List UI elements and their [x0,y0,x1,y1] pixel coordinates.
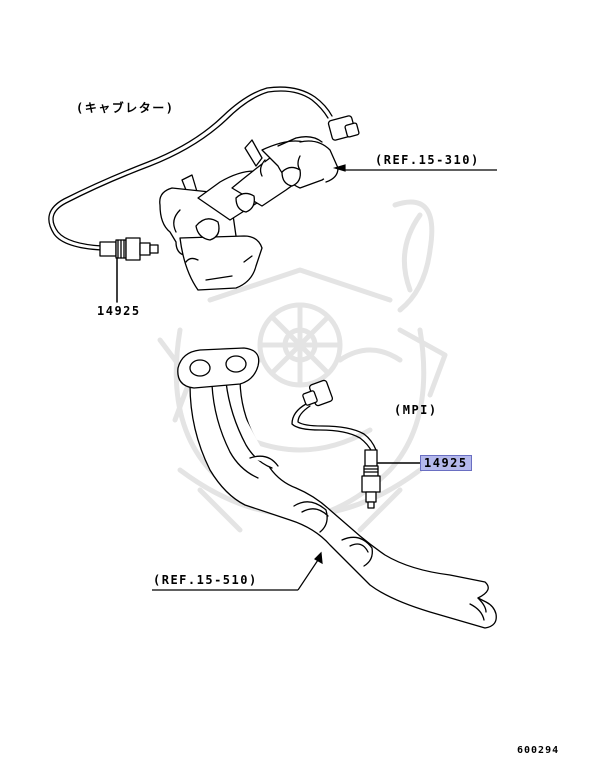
part-number-lower-highlighted[interactable]: 14925 [420,455,472,471]
part-number-upper[interactable]: 14925 [97,304,141,318]
ref-pipe-leader [152,551,323,591]
lower-oxygen-sensor [291,379,421,509]
exhaust-manifold [159,136,339,291]
front-exhaust-pipe [177,347,497,629]
upper-oxygen-sensor [48,86,360,303]
ref-manifold[interactable]: (REF.15-310) [375,153,480,167]
ref-manifold-leader [332,164,497,172]
figure-id: 600294 [517,745,560,756]
ref-pipe[interactable]: (REF.15-510) [153,573,258,587]
label-mpi: (MPI) [394,403,438,417]
label-carburetor: (キャブレター) [76,101,175,115]
